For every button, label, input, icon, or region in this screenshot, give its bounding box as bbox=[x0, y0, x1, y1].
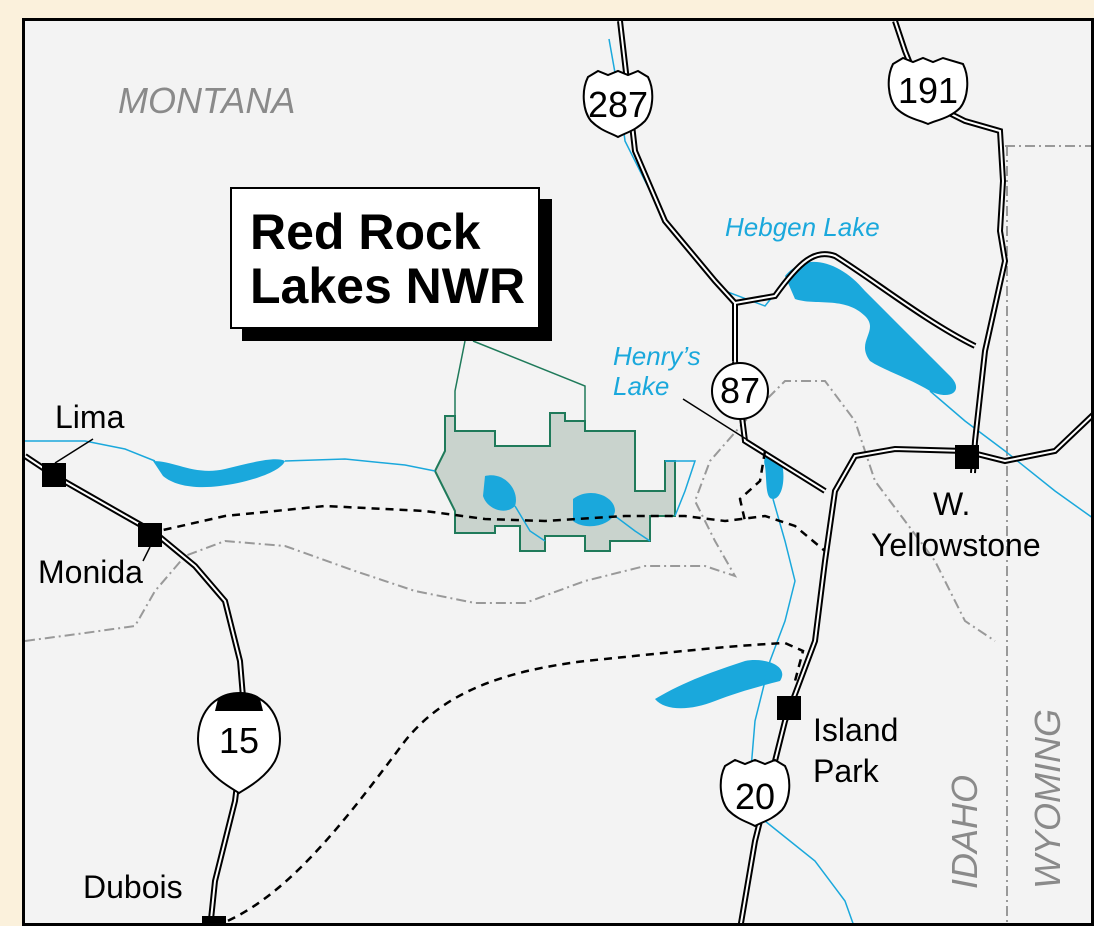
route-shields bbox=[197, 56, 969, 828]
label-henrys-lake-2: Lake bbox=[613, 371, 670, 401]
us191-shield bbox=[887, 56, 969, 126]
wy-border bbox=[1005, 145, 1091, 923]
mt-id-border bbox=[25, 380, 996, 642]
hebgen-lake-shape bbox=[785, 261, 957, 396]
henrys-lake-shape bbox=[764, 455, 784, 499]
label-w-yellowstone-2: Yellowstone bbox=[871, 527, 1041, 563]
title-box: Red Rock Lakes NWR bbox=[230, 187, 540, 329]
island-park-reservoir bbox=[655, 660, 783, 709]
dubois-marker bbox=[202, 916, 226, 923]
shield-us191-number: 191 bbox=[897, 70, 959, 111]
lima-marker bbox=[42, 463, 66, 487]
henrys-loop bbox=[738, 450, 767, 522]
label-w-yellowstone-1: W. bbox=[933, 486, 971, 522]
us20-shield bbox=[719, 758, 791, 828]
label-idaho: IDAHO bbox=[944, 774, 985, 889]
label-island-park-1: Island bbox=[813, 712, 899, 748]
island-park-marker bbox=[777, 696, 801, 720]
lakes bbox=[153, 261, 957, 709]
label-dubois: Dubois bbox=[83, 869, 183, 905]
refuge-leader bbox=[454, 340, 586, 421]
label-montana: MONTANA bbox=[118, 80, 296, 121]
shield-us20-number: 20 bbox=[734, 776, 776, 817]
i15-shield-band bbox=[215, 693, 263, 711]
shield-us87-number: 87 bbox=[719, 370, 761, 411]
us87-shield bbox=[711, 362, 769, 420]
town-markers bbox=[42, 445, 979, 923]
label-monida: Monida bbox=[38, 554, 143, 590]
monida-road bbox=[149, 504, 826, 552]
label-lima: Lima bbox=[55, 399, 125, 435]
label-island-park-2: Park bbox=[813, 753, 879, 789]
label-henrys-lake-1: Henry’s bbox=[613, 341, 701, 371]
w-yellowstone-marker bbox=[955, 445, 979, 469]
boundary-lines bbox=[25, 145, 1091, 923]
upper-red-rock-lake bbox=[153, 459, 285, 488]
monida-marker bbox=[138, 523, 162, 547]
dubois-road bbox=[219, 641, 805, 923]
map-title: Red Rock Lakes NWR bbox=[250, 204, 526, 314]
i15-road bbox=[25, 453, 249, 923]
refuge-area bbox=[433, 412, 676, 552]
map-frame: Red Rock Lakes NWR MONTANA IDAHO WYOMING… bbox=[22, 18, 1094, 926]
us287-shield bbox=[582, 69, 654, 139]
red-rock-river bbox=[25, 440, 436, 472]
lower-lake-1 bbox=[483, 475, 516, 511]
shield-us287-number: 287 bbox=[588, 84, 649, 125]
label-wyoming: WYOMING bbox=[1027, 709, 1068, 889]
map-canvas bbox=[25, 21, 1091, 923]
town-leaders bbox=[54, 398, 766, 562]
secondary-roads bbox=[149, 450, 826, 923]
shield-i15-number: 15 bbox=[218, 720, 260, 761]
label-hebgen-lake: Hebgen Lake bbox=[725, 212, 880, 242]
